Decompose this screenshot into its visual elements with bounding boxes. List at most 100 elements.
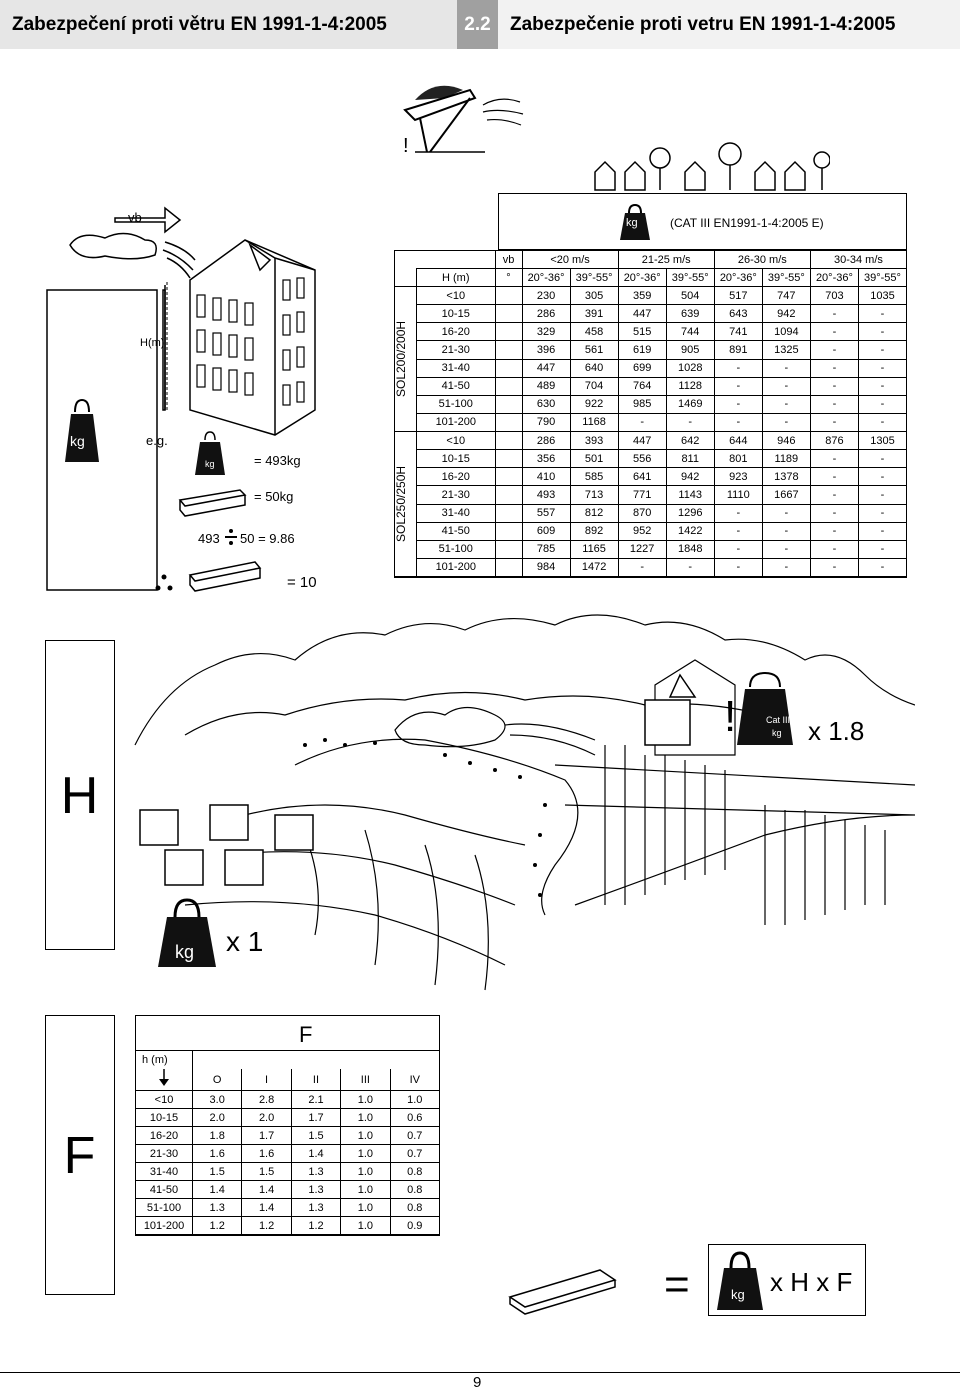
ballast-value-cell: 329 (521, 322, 571, 342)
ballast-value-cell: 489 (521, 376, 571, 396)
f-factor-cell: 1.5 (191, 1162, 243, 1181)
ballast-value-cell: - (809, 467, 859, 487)
ballast-value-cell: 504 (665, 285, 715, 306)
ballast-value-cell: 892 (569, 521, 619, 541)
spacer-cell (494, 521, 523, 541)
angle-header: 20°-36° (617, 268, 667, 287)
f-factor-cell: 1.2 (290, 1216, 342, 1235)
ballast-value-cell: 1094 (761, 322, 811, 342)
f-factor-cell: 1.8 (191, 1126, 243, 1145)
f-factor-cell: 2.0 (241, 1108, 292, 1127)
height-range-cell: 101-200 (416, 557, 496, 578)
ballast-value-cell: 801 (713, 449, 763, 469)
ballast-value-cell: 942 (665, 467, 715, 487)
ballast-value-cell: - (857, 485, 908, 505)
f-factor-cell: 1.7 (241, 1126, 292, 1145)
ballast-value-cell: 410 (521, 467, 571, 487)
spacer-cell (494, 358, 523, 378)
angle-header: 20°-36° (521, 268, 571, 287)
speed-header-3: 26-30 m/s (713, 250, 811, 269)
f-factor-cell: 1.0 (340, 1144, 391, 1163)
ballast-value-cell: 771 (617, 485, 667, 505)
ballast-value-cell: 447 (617, 430, 667, 451)
f-letter: F (63, 1127, 96, 1185)
ballast-value-cell: - (761, 557, 811, 578)
spacer-cell (494, 449, 523, 469)
height-range-cell: 41-50 (135, 1180, 193, 1199)
f-factor-cell: 1.0 (340, 1198, 391, 1217)
height-range-cell: <10 (135, 1090, 193, 1109)
ballast-value-cell: 644 (713, 430, 763, 451)
spacer-cell (494, 503, 523, 523)
ballast-value-cell: - (617, 557, 667, 578)
f-factor-cell: 1.0 (389, 1090, 441, 1109)
eg-label: e.g. (146, 433, 168, 448)
ballast-value-cell: 1325 (761, 340, 811, 360)
warning-mark: ! (403, 135, 409, 157)
height-range-cell: <10 (416, 285, 496, 306)
ballast-value-cell: - (857, 557, 908, 578)
f-column-header: III (340, 1069, 391, 1091)
h-letter: H (60, 767, 99, 825)
ballast-value-cell: 744 (665, 322, 715, 342)
f-factor-cell: 1.4 (191, 1180, 243, 1199)
f-factor-cell: 1.6 (241, 1144, 292, 1163)
ballast-value-cell: 1168 (569, 412, 619, 433)
ballast-value-cell: 640 (569, 358, 619, 378)
ballast-value-cell: 699 (617, 358, 667, 378)
formula-equals: = (664, 1260, 690, 1309)
height-header: H (m) (416, 268, 496, 287)
ballast-value-cell: - (857, 521, 908, 541)
ballast-value-cell: - (761, 503, 811, 523)
kg-weight-icon (717, 1251, 763, 1310)
height-range-cell: 41-50 (416, 521, 496, 541)
f-factor-cell: 2.8 (241, 1090, 292, 1109)
ballast-value-cell: - (809, 521, 859, 541)
ballast-value-cell: - (809, 449, 859, 469)
f-factor-cell: 0.7 (389, 1126, 441, 1145)
ballast-value-cell: 1848 (665, 539, 715, 559)
ballast-value-cell: 1469 (665, 394, 715, 414)
ballast-value-cell: - (857, 358, 908, 378)
ballast-value-cell: 1227 (617, 539, 667, 559)
ballast-value-cell: 891 (713, 340, 763, 360)
ballast-value-cell: 703 (809, 285, 859, 306)
f-factor-cell: 1.0 (340, 1180, 391, 1199)
ballast-value-cell: 1143 (665, 485, 715, 505)
spacer-cell (494, 467, 523, 487)
ballast-value-cell: 493 (521, 485, 571, 505)
f-factor-cell: 1.0 (340, 1126, 391, 1145)
ballast-value-cell: - (809, 539, 859, 559)
ballast-value-cell: - (809, 412, 859, 433)
kg-weight-icon (620, 203, 650, 240)
ballast-value-cell: 1305 (857, 430, 908, 451)
ballast-value-cell: 1422 (665, 521, 715, 541)
height-range-cell: <10 (416, 430, 496, 451)
degree-header: ° (494, 268, 523, 287)
f-column-header: I (241, 1069, 292, 1091)
ballast-value-cell: - (809, 322, 859, 342)
ballast-value-cell: - (857, 322, 908, 342)
f-factor-cell: 0.9 (389, 1216, 441, 1235)
f-factor-cell: 1.5 (241, 1162, 292, 1181)
f-factor-cell: 3.0 (191, 1090, 243, 1109)
ballast-value-cell: 609 (521, 521, 571, 541)
ballast-value-cell: - (713, 539, 763, 559)
h-letter-box: H (45, 640, 115, 950)
spacer-cell (494, 557, 523, 578)
height-range-cell: 10-15 (135, 1108, 193, 1127)
f-factor-cell: 2.1 (290, 1090, 342, 1109)
f-column-header: O (191, 1069, 243, 1091)
formula-kg-label: kg (731, 1287, 745, 1302)
page-number: 9 (473, 1374, 482, 1391)
f-factor-cell: 1.4 (241, 1180, 292, 1199)
